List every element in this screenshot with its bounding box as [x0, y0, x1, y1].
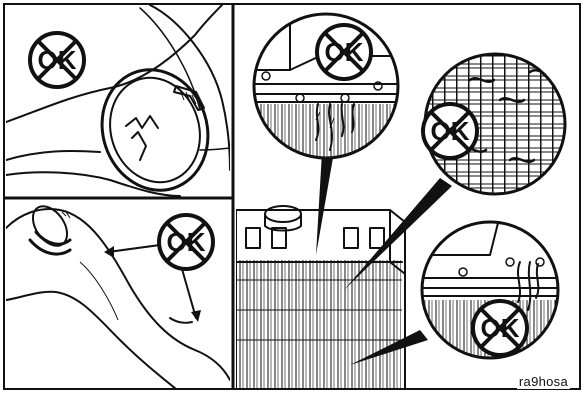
not-ok-text: OK	[431, 116, 470, 146]
panel-radiator	[236, 206, 405, 389]
figure-code-label: ra9hosa	[517, 374, 570, 389]
panel-hose-clamp	[6, 5, 230, 204]
not-ok-text: OK	[38, 45, 77, 75]
not-ok-mark-seam: OK	[317, 25, 371, 79]
not-ok-text: OK	[325, 37, 364, 67]
not-ok-mark-tank: OK	[473, 301, 527, 355]
not-ok-text: OK	[167, 227, 206, 257]
not-ok-mark-core: OK	[423, 104, 477, 158]
not-ok-mark-hose: OK	[159, 215, 213, 269]
not-ok-text: OK	[481, 313, 520, 343]
not-ok-mark-clamp: OK	[30, 33, 84, 87]
